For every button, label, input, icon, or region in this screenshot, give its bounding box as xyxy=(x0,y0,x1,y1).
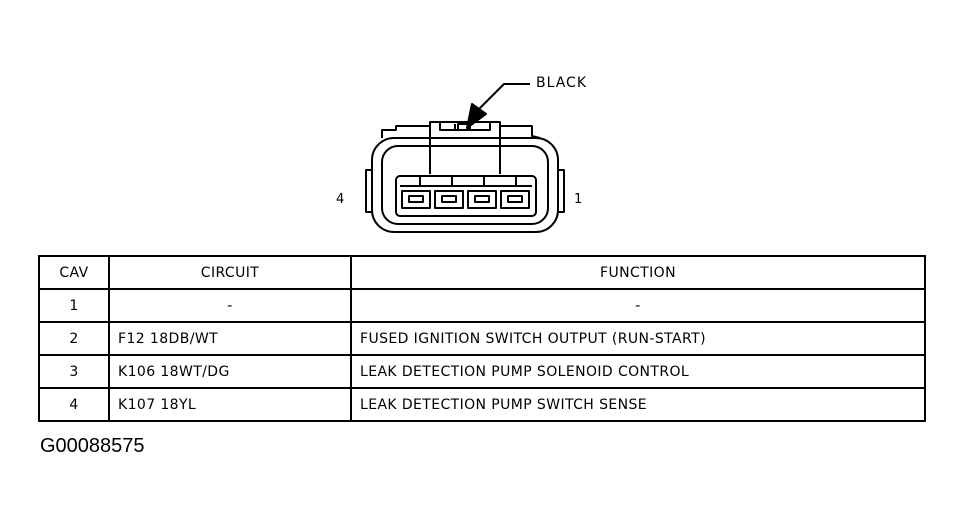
cavity-2 xyxy=(467,190,497,209)
cell-function: - xyxy=(350,288,926,323)
connector-diagram xyxy=(365,83,565,233)
figure-id: G00088575 xyxy=(40,435,145,457)
pin-label-right: 1 xyxy=(574,192,583,207)
header-function: FUNCTION xyxy=(350,255,926,290)
table-row: 2 F12 18DB/WT FUSED IGNITION SWITCH OUTP… xyxy=(38,321,926,356)
table-row: 3 K106 18WT/DG LEAK DETECTION PUMP SOLEN… xyxy=(38,354,926,389)
callout-leader-line xyxy=(477,83,530,111)
cell-circuit: - xyxy=(108,288,352,323)
header-cav: CAV xyxy=(38,255,110,290)
connector-color-label: BLACK xyxy=(536,75,588,91)
connector-outer-housing xyxy=(371,137,559,233)
cavity-4 xyxy=(401,190,431,209)
cell-cav: 3 xyxy=(38,354,110,389)
connector-inner-housing xyxy=(381,145,549,225)
cell-circuit: K107 18YL xyxy=(108,387,352,422)
cell-function: LEAK DETECTION PUMP SWITCH SENSE xyxy=(350,387,926,422)
cell-circuit: F12 18DB/WT xyxy=(108,321,352,356)
cell-function: LEAK DETECTION PUMP SOLENOID CONTROL xyxy=(350,354,926,389)
cell-function: FUSED IGNITION SWITCH OUTPUT (RUN-START) xyxy=(350,321,926,356)
table-header-row: CAV CIRCUIT FUNCTION xyxy=(38,255,926,290)
cavity-3 xyxy=(434,190,464,209)
cell-circuit: K106 18WT/DG xyxy=(108,354,352,389)
cavity-frame xyxy=(395,175,537,217)
cell-cav: 2 xyxy=(38,321,110,356)
pinout-table: CAV CIRCUIT FUNCTION 1 - - 2 F12 18DB/WT… xyxy=(38,255,926,422)
cell-cav: 4 xyxy=(38,387,110,422)
table-row: 1 - - xyxy=(38,288,926,323)
table-row: 4 K107 18YL LEAK DETECTION PUMP SWITCH S… xyxy=(38,387,926,422)
pin-label-left: 4 xyxy=(336,192,345,207)
header-circuit: CIRCUIT xyxy=(108,255,352,290)
connector-latch xyxy=(381,121,541,139)
cell-cav: 1 xyxy=(38,288,110,323)
cavity-1 xyxy=(500,190,530,209)
